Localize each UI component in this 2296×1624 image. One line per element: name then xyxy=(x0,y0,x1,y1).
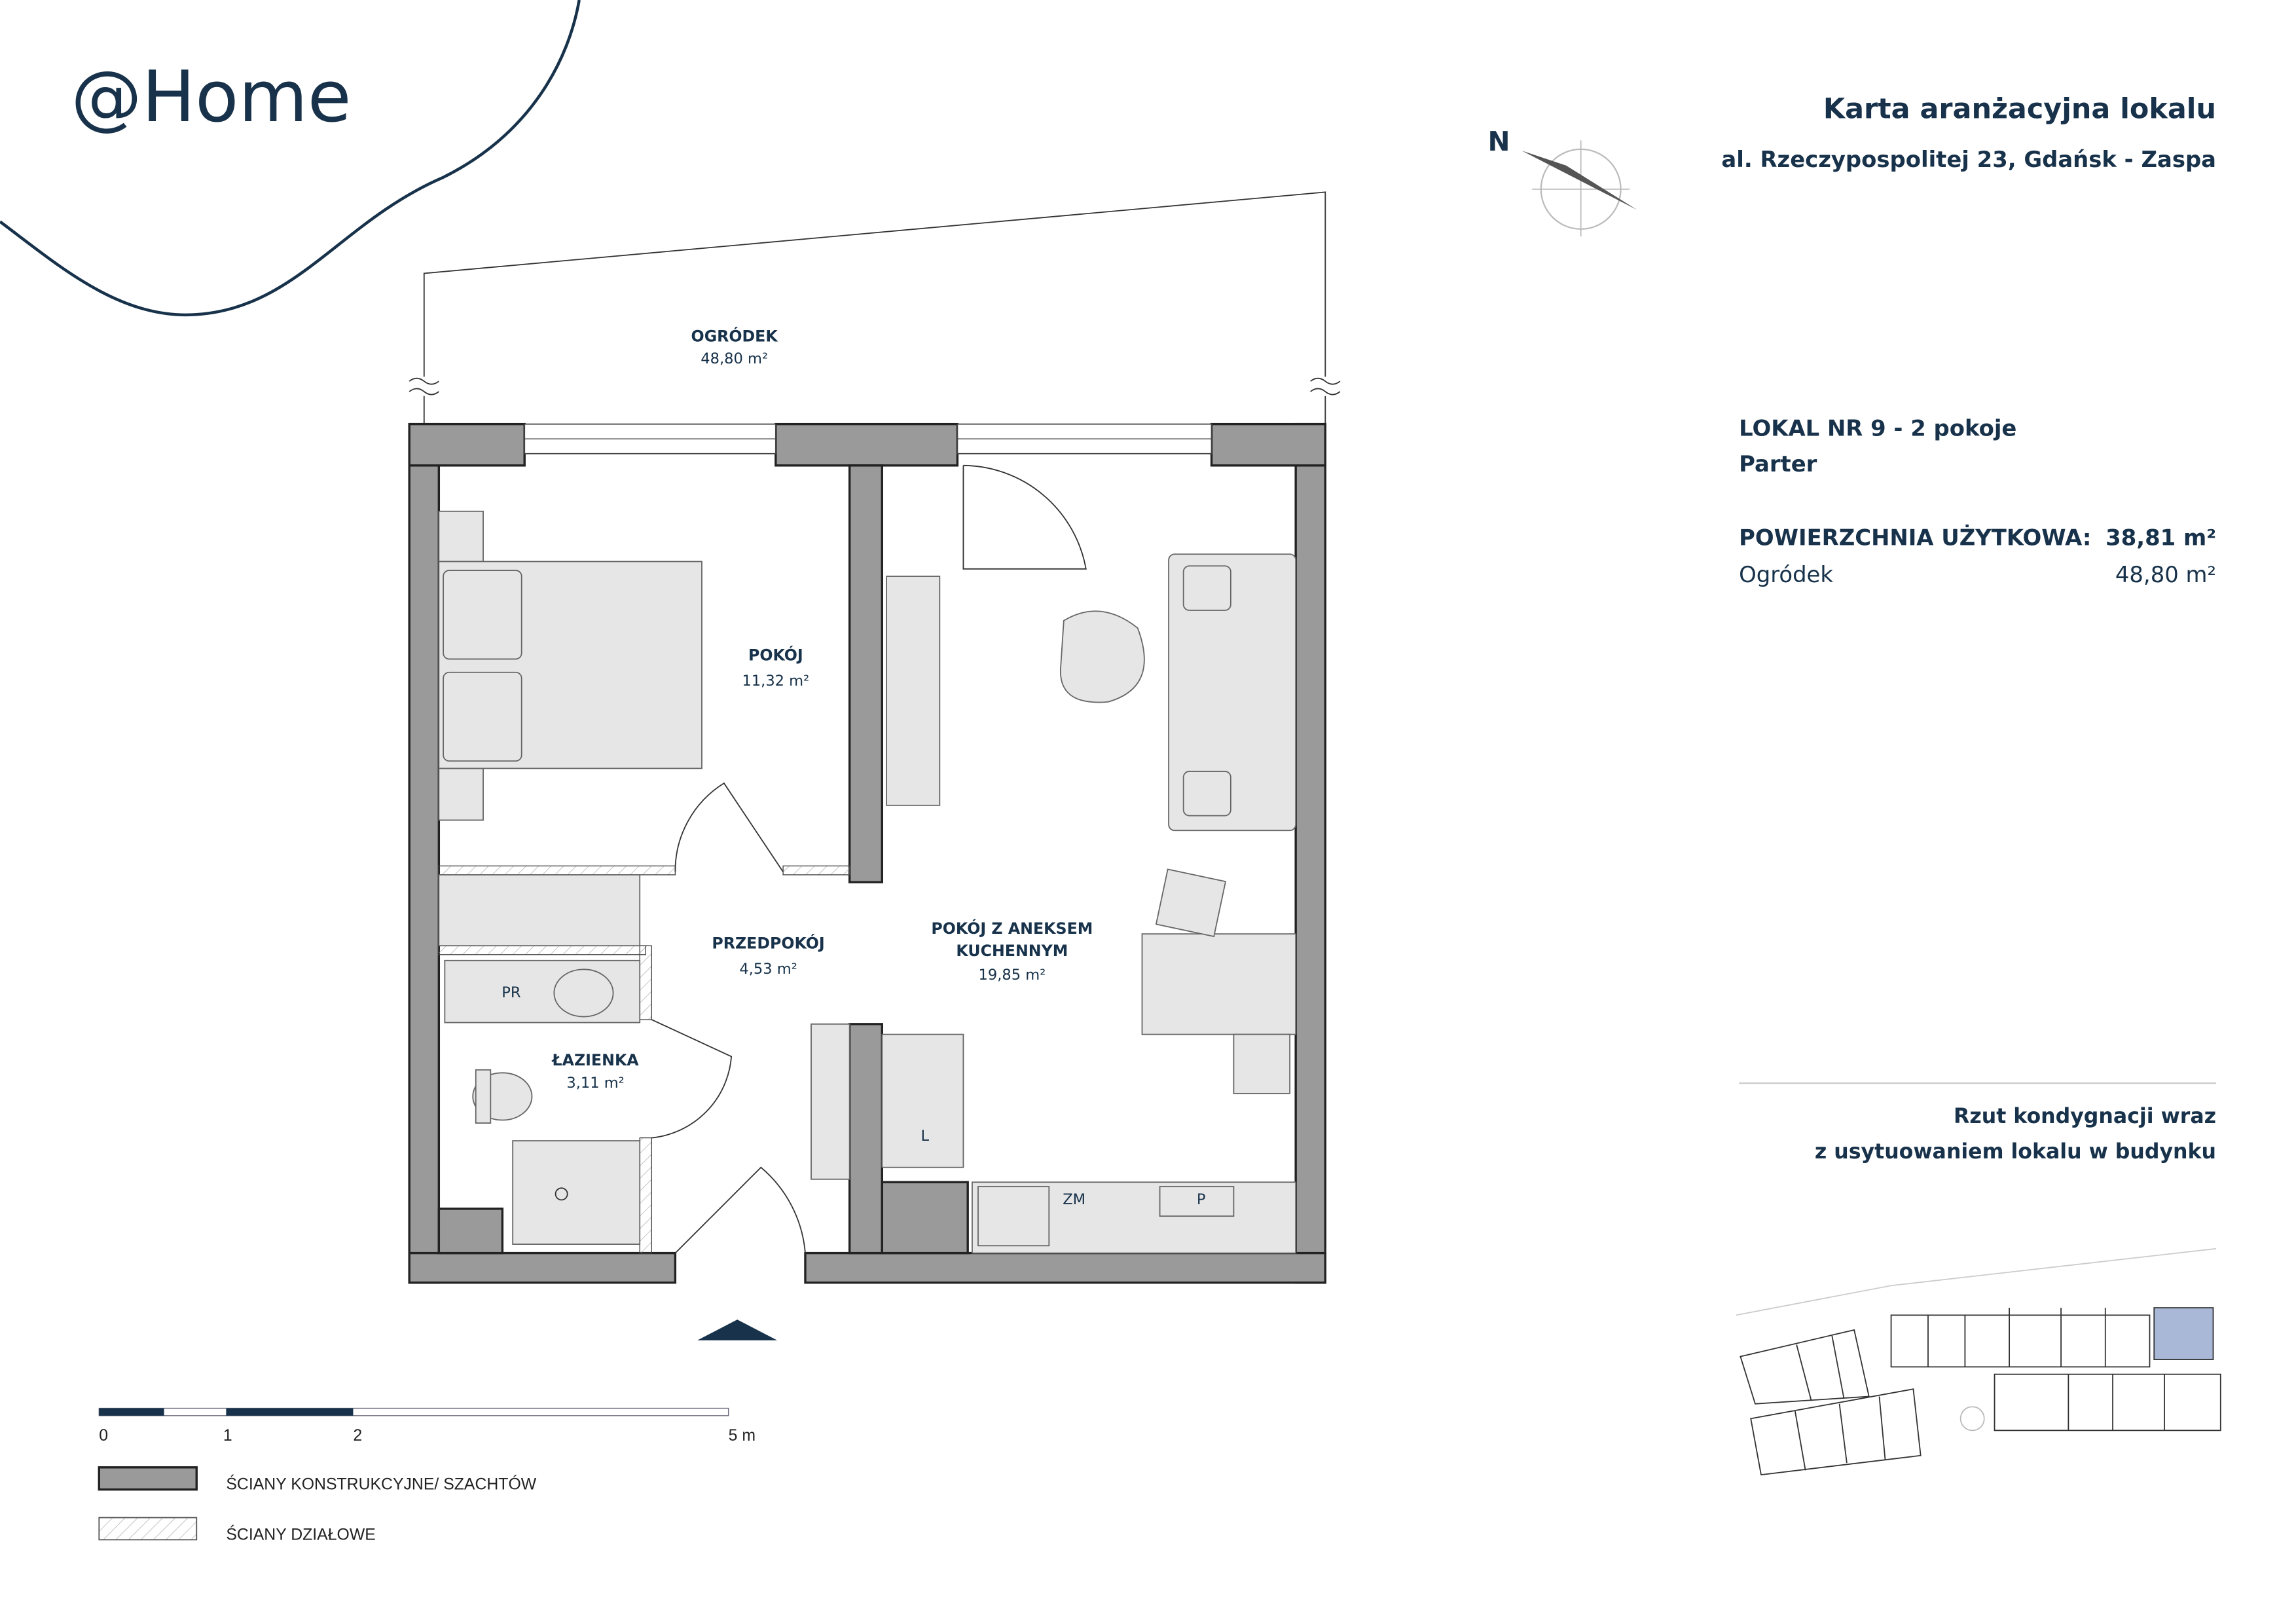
room-garden-area: 48,80 m² xyxy=(701,350,768,367)
legend-structural-label: ŚCIANY KONSTRUKCYJNE/ SZACHTÓW xyxy=(226,1475,536,1494)
sheet-title: Karta aranżacyjna lokalu xyxy=(1823,93,2216,126)
legend-partition-swatch xyxy=(98,1517,198,1541)
room-hall-area: 4,53 m² xyxy=(739,961,797,978)
room-hall-name: PRZEDPOKÓJ xyxy=(712,934,824,953)
fridge-label: L xyxy=(920,1128,929,1145)
building-caption-2: z usytuowaniem lokalu w budynku xyxy=(1815,1140,2216,1164)
unit-name: LOKAL NR 9 - 2 pokoje xyxy=(1739,416,2016,441)
stove-label: P xyxy=(1197,1191,1206,1208)
legend-partition-label: ŚCIANY DZIAŁOWE xyxy=(226,1525,375,1543)
usable-area-value: 38,81 m² xyxy=(2105,525,2216,551)
svg-text:0: 0 xyxy=(99,1427,108,1445)
svg-text:5 m: 5 m xyxy=(729,1427,756,1445)
north-compass-icon: N xyxy=(1488,126,1637,237)
room-living-name: POKÓJ Z ANEKSEM xyxy=(931,919,1093,938)
structural-walls xyxy=(408,422,1326,1284)
scale-bar: 0 1 2 5 m xyxy=(98,1407,756,1445)
windows xyxy=(524,423,1212,454)
logo: @Home xyxy=(71,55,351,138)
svg-text:N: N xyxy=(1488,126,1510,157)
building-location-plan xyxy=(1736,1247,2221,1476)
unit-floor: Parter xyxy=(1739,451,1817,477)
garden-value: 48,80 m² xyxy=(2115,562,2216,587)
room-garden-name: OGRÓDEK xyxy=(691,327,779,345)
doors xyxy=(651,464,1087,1254)
garden-label: Ogródek xyxy=(1739,562,1833,587)
address: al. Rzeczypospolitej 23, Gdańsk - Zaspa xyxy=(1721,147,2216,172)
svg-text:1: 1 xyxy=(223,1427,232,1445)
garden-outline xyxy=(409,191,1341,424)
washing-machine-label: PR xyxy=(501,984,521,1001)
building-caption-1: Rzut kondygnacji wraz xyxy=(1954,1105,2216,1128)
room-living-name2: KUCHENNYM xyxy=(956,942,1068,960)
decorative-curve xyxy=(0,0,581,316)
entrance-arrow-icon xyxy=(697,1320,778,1340)
legend-structural-swatch xyxy=(98,1466,198,1491)
room-bathroom-area: 3,11 m² xyxy=(566,1075,624,1092)
room-living-area: 19,85 m² xyxy=(979,967,1046,984)
room-bedroom-area: 11,32 m² xyxy=(742,673,809,690)
svg-text:2: 2 xyxy=(353,1427,362,1445)
room-bathroom-name: ŁAZIENKA xyxy=(551,1051,639,1069)
furniture xyxy=(438,510,1297,1254)
sink-label: ZM xyxy=(1063,1191,1085,1208)
usable-area-label: POWIERZCHNIA UŻYTKOWA: xyxy=(1739,525,2091,551)
room-bedroom-name: POKÓJ xyxy=(748,646,803,665)
